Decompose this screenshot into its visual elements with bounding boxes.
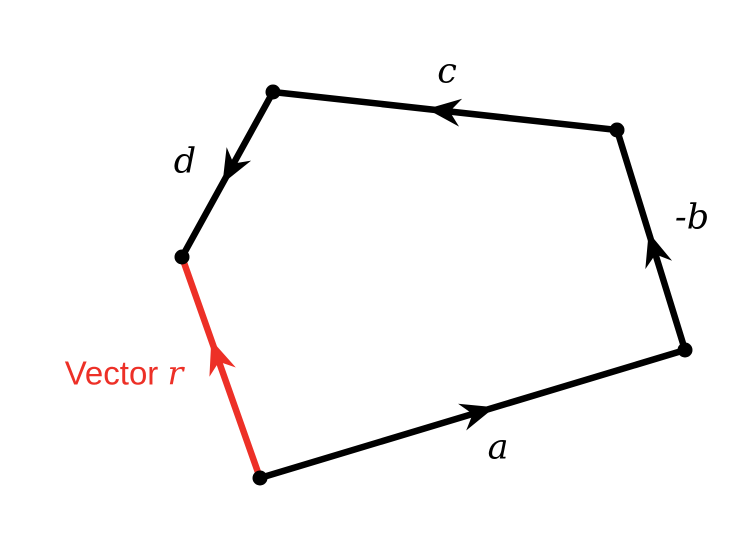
vector-r-label: Vector r <box>65 357 184 390</box>
edge-a-line <box>256 346 689 482</box>
vertex-bottom-dot <box>252 470 268 486</box>
edge-label-minus-b: -b <box>674 197 710 238</box>
vertex-left-dot <box>174 249 190 265</box>
edge-a-arrowhead <box>458 403 495 431</box>
edge-label-c: c <box>437 51 457 92</box>
vertex-top-left-dot <box>265 84 281 100</box>
vertex-top-right-dot <box>609 122 625 138</box>
vector-r-label-symbol: r <box>167 353 184 393</box>
edge-c-arrowhead <box>426 98 463 127</box>
vertex-right-dot <box>677 342 693 358</box>
edge-d-arrowhead <box>222 147 252 184</box>
vector-r-label-prefix: Vector <box>64 354 168 392</box>
edge-r-arrowhead <box>209 340 236 377</box>
edge-minus-b-arrowhead <box>645 232 673 270</box>
edge-label-d: d <box>173 141 197 182</box>
edge-r-line <box>178 253 264 482</box>
edge-label-a: a <box>487 427 509 468</box>
